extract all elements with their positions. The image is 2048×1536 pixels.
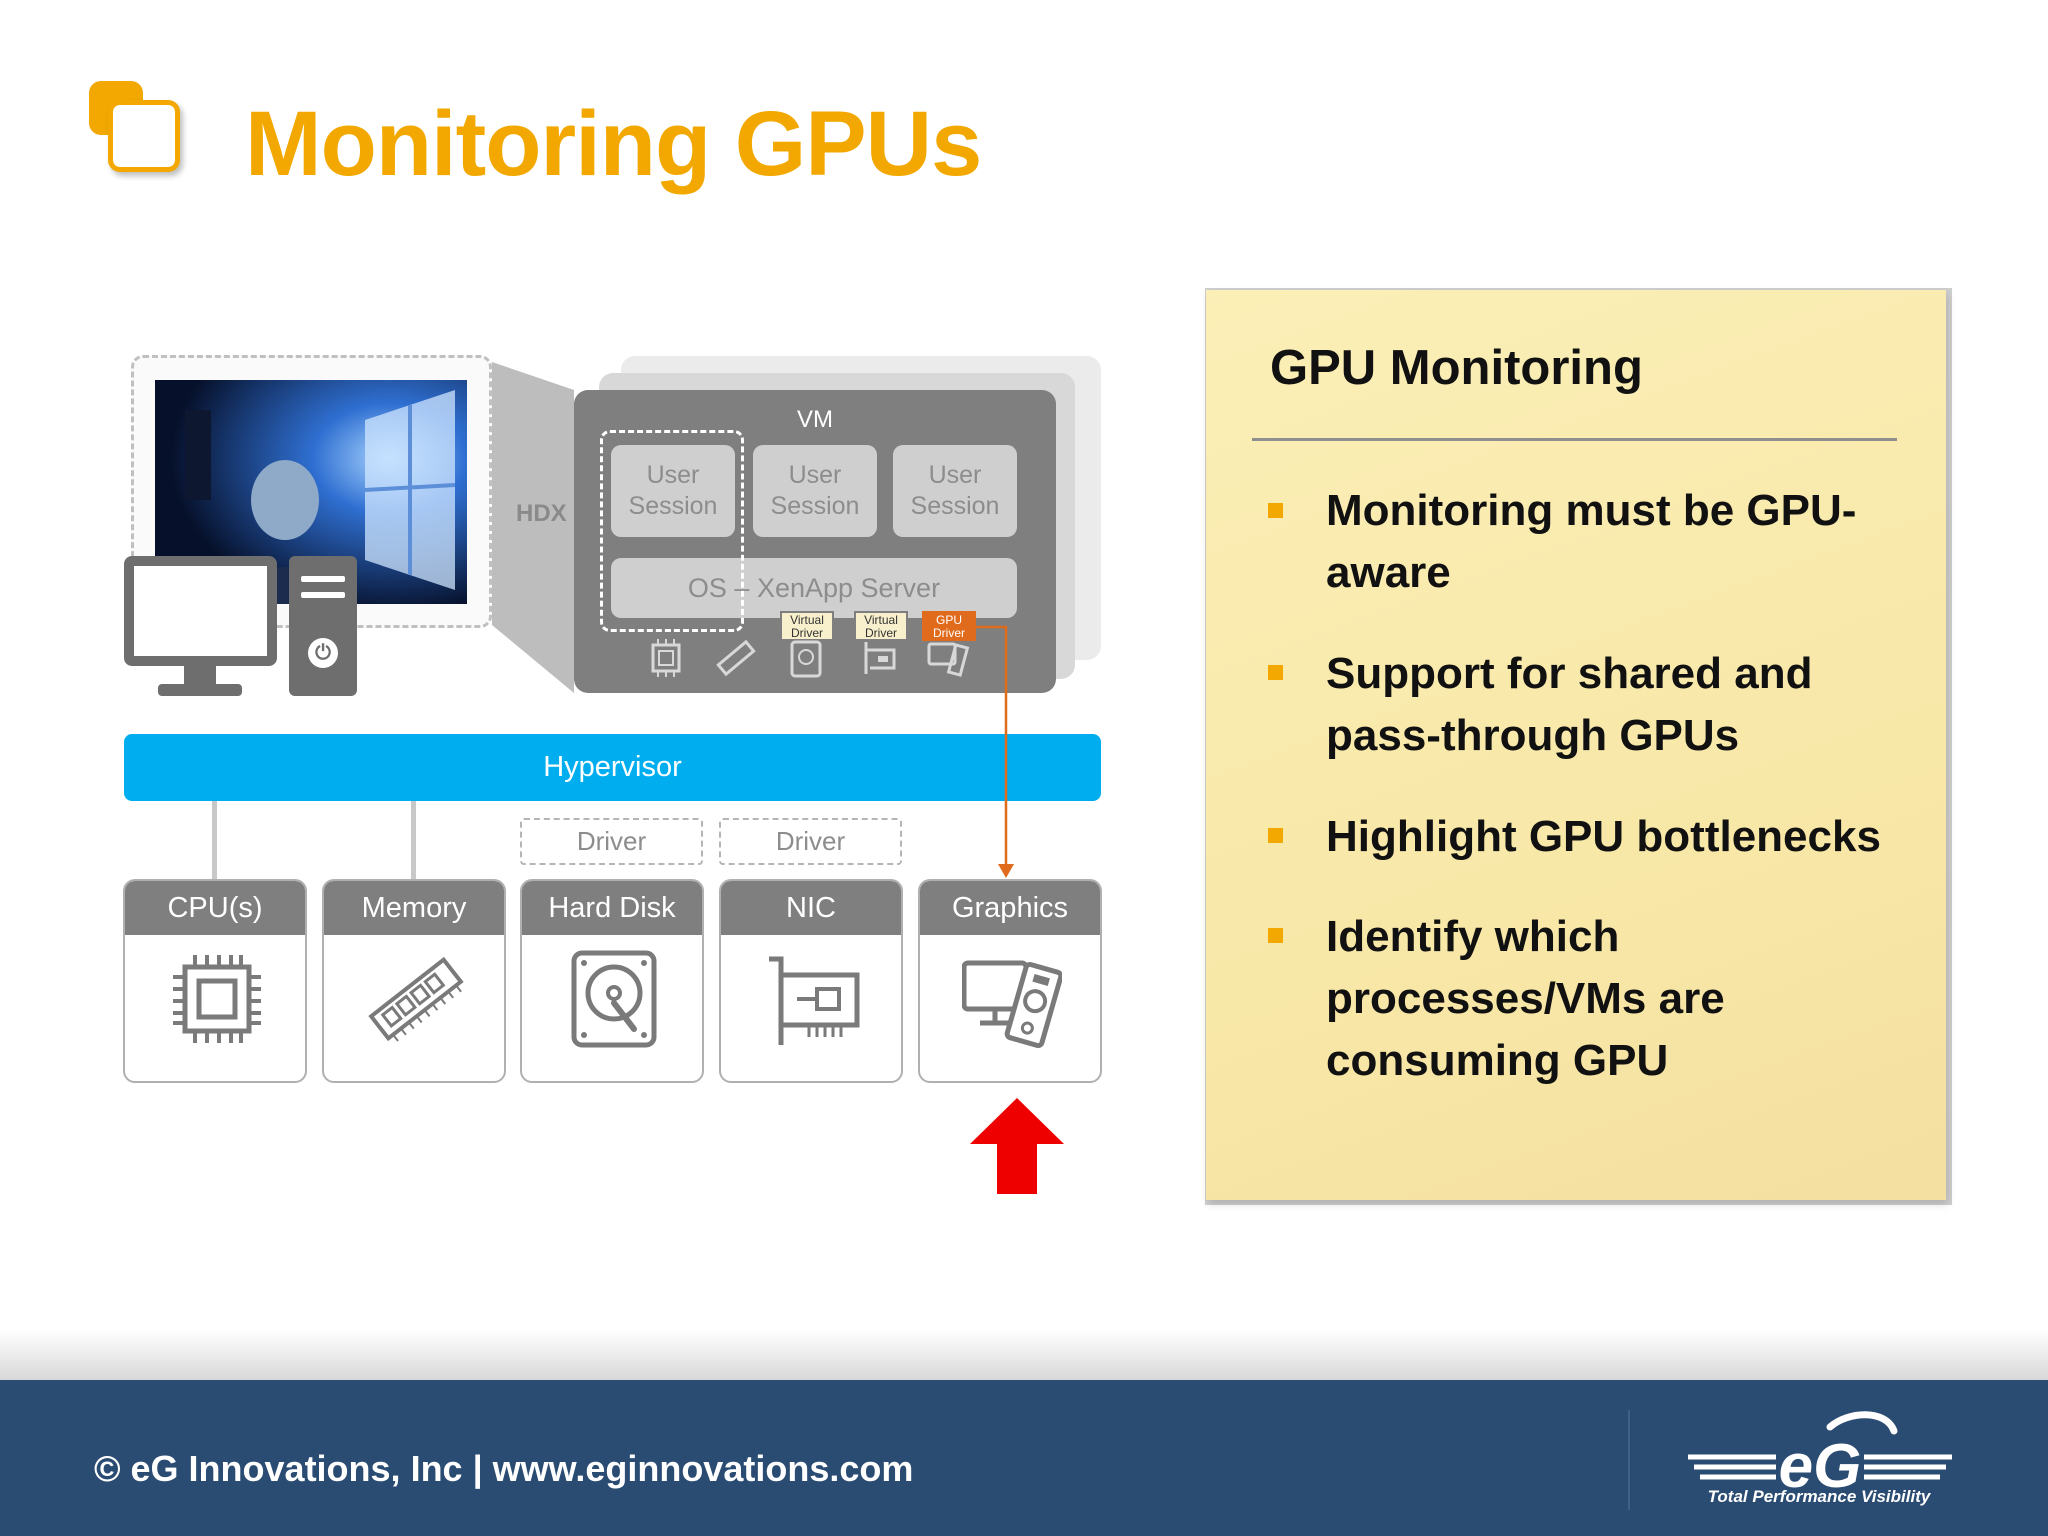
memory-icon [368, 956, 464, 1042]
nic-icon [769, 956, 860, 1045]
nic-mini-icon [864, 642, 896, 674]
vm-label: VM [797, 406, 833, 433]
hard-disk-driver-box: Driver [520, 818, 703, 865]
note-bullet-item: Identify which processes/VMs are consumi… [1326, 912, 1725, 1085]
footer-divider [1628, 1410, 1630, 1510]
session-selection-outline [600, 430, 744, 632]
hardware-card-label: Hard Disk [522, 881, 702, 935]
user-session-box: User Session [611, 445, 735, 537]
hardware-card-hard-disk: Hard Disk [520, 879, 704, 1083]
memory-connector-line [411, 801, 416, 879]
hardware-card-label: CPU(s) [125, 881, 305, 935]
bullet-marker-icon [1268, 503, 1283, 518]
hardware-card-graphics: Graphics [918, 879, 1102, 1083]
pc-tower-icon: ⏻ [289, 556, 357, 696]
hardware-card-label: NIC [721, 881, 901, 935]
cpu-icon [173, 955, 261, 1043]
footer-fade [0, 1330, 2048, 1380]
os-server-bar: OS – XenApp Server [611, 558, 1017, 618]
hdx-label: HDX [516, 500, 567, 527]
eg-logo-icon: eG [1688, 1411, 1952, 1501]
sticky-note [1206, 290, 1946, 1200]
red-up-arrow-icon [970, 1098, 1064, 1194]
pc-monitor-stand [184, 666, 216, 686]
hardware-card-nic: NIC [719, 879, 903, 1083]
pc-monitor-icon [124, 556, 277, 666]
svg-text:eG: eG [1779, 1432, 1862, 1501]
note-bullet-item: Support for shared and pass-through GPUs [1326, 649, 1813, 760]
note-bullet-item: Highlight GPU bottlenecks [1326, 812, 1881, 861]
cpu-connector-line [212, 801, 217, 879]
hard-disk-mini-icon [790, 640, 822, 678]
note-title: GPU Monitoring [1270, 341, 1643, 395]
hardware-card-label: Graphics [920, 881, 1100, 935]
user-session-box: User Session [893, 445, 1017, 537]
note-divider [1252, 438, 1897, 441]
title-logo-front-square [108, 100, 180, 172]
bullet-marker-icon [1268, 828, 1283, 843]
hardware-card-cpu: CPU(s) [123, 879, 307, 1083]
graphics-card-icon [962, 960, 1062, 1049]
power-icon: ⏻ [308, 638, 338, 668]
footer-tagline: Total Performance Visibility [1707, 1487, 1931, 1506]
hardware-card-label: Memory [324, 881, 504, 935]
pc-monitor-base [158, 684, 242, 696]
hard-disk-icon [571, 950, 657, 1048]
graphics-mini-icon [927, 642, 970, 677]
bullet-marker-icon [1268, 928, 1283, 943]
hardware-card-memory: Memory [322, 879, 506, 1083]
cpu-mini-icon [651, 639, 681, 677]
memory-mini-icon [716, 639, 756, 677]
nic-driver-box: Driver [719, 818, 902, 865]
page-title: Monitoring GPUs [245, 93, 982, 195]
user-session-box: User Session [753, 445, 877, 537]
note-bullet-item: Monitoring must be GPU-aware [1326, 486, 1857, 597]
bullet-marker-icon [1268, 665, 1283, 680]
hypervisor-bar: Hypervisor [124, 734, 1101, 801]
footer-copyright-link[interactable]: © eG Innovations, Inc | www.eginnovation… [94, 1448, 914, 1489]
